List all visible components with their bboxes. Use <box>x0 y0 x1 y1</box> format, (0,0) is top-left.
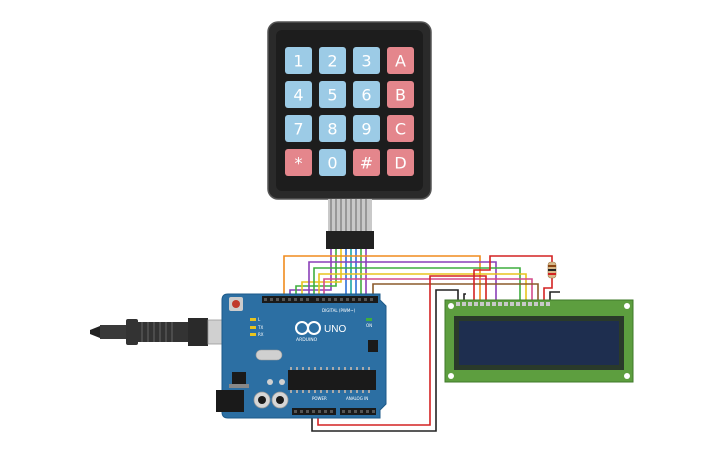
key-face <box>319 115 346 142</box>
key-face <box>285 115 312 142</box>
keypad-key-star: * <box>285 149 312 176</box>
key-label: 5 <box>327 86 337 105</box>
key-label: B <box>395 86 406 105</box>
key-face <box>387 81 414 108</box>
resistor <box>547 261 557 279</box>
key-face <box>319 47 346 74</box>
lcd-16x2 <box>444 299 634 383</box>
keypad-key-6: 6 <box>353 81 380 108</box>
key-face <box>353 149 380 176</box>
key-label: 0 <box>327 154 337 173</box>
key-label: 4 <box>293 86 303 105</box>
keypad-key-hash: # <box>353 149 380 176</box>
keypad-key-b: B <box>387 81 414 108</box>
key-label: * <box>295 154 303 173</box>
key-face <box>285 81 312 108</box>
wire-lcd-d5 <box>318 273 527 300</box>
key-face <box>387 115 414 142</box>
key-face <box>285 47 312 74</box>
analog-label: ANALOG IN <box>346 396 368 401</box>
wire-lcd-cathode <box>549 291 560 300</box>
key-label: 6 <box>361 86 371 105</box>
key-label: 1 <box>293 52 303 71</box>
atmega-chip <box>288 370 376 390</box>
key-face <box>319 81 346 108</box>
wire-keypad-row3 <box>301 249 342 297</box>
keypad-key-7: 7 <box>285 115 312 142</box>
wire-lcd-d7 <box>372 283 539 300</box>
wire-lcd-e <box>308 261 497 300</box>
keypad-4x4: 1 2 3 A 4 5 6 B 7 8 9 C * 0 # D <box>267 21 432 200</box>
on-label: ON <box>366 323 372 328</box>
key-label: # <box>360 154 373 173</box>
key-label: A <box>395 52 406 71</box>
key-label: 3 <box>361 52 371 71</box>
rx-label: RX <box>258 332 264 337</box>
digital-header <box>262 296 378 303</box>
keypad-key-5: 5 <box>319 81 346 108</box>
key-label: 2 <box>327 52 337 71</box>
wire-gnd <box>311 289 459 432</box>
key-label: 7 <box>293 120 303 139</box>
key-label: 9 <box>361 120 371 139</box>
l-label: L <box>258 317 261 322</box>
tx-label: TX <box>257 325 263 330</box>
key-face <box>387 47 414 74</box>
key-face <box>387 149 414 176</box>
key-label: C <box>395 120 406 139</box>
digital-label: DIGITAL (PWM~) <box>322 308 356 313</box>
key-face <box>353 47 380 74</box>
wire-lcd-rs <box>283 255 481 300</box>
key-label: 8 <box>327 120 337 139</box>
keypad-key-c: C <box>387 115 414 142</box>
keypad-key-0: 0 <box>319 149 346 176</box>
key-face <box>353 81 380 108</box>
key-face <box>319 149 346 176</box>
keypad-key-8: 8 <box>319 115 346 142</box>
arduino-uno-board: DIGITAL (PWM~) L TX RX ON UNO ARDUINO <box>216 293 387 419</box>
power-jack <box>216 390 244 412</box>
keypad-ribbon-cable <box>326 199 374 249</box>
keypad-key-2: 2 <box>319 47 346 74</box>
uno-text: UNO <box>324 324 346 335</box>
wire-5v <box>317 275 487 426</box>
key-label: D <box>394 154 406 173</box>
arduino-logo: UNO ARDUINO <box>295 321 346 343</box>
lcd-screen <box>459 321 619 365</box>
power-label: POWER <box>312 396 327 401</box>
analog-header <box>340 408 376 415</box>
keypad-key-3: 3 <box>353 47 380 74</box>
wire-lcd-d6 <box>323 278 533 300</box>
key-face <box>285 149 312 176</box>
wire-lcd-vss <box>463 293 466 300</box>
keypad-key-9: 9 <box>353 115 380 142</box>
keypad-key-1: 1 <box>285 47 312 74</box>
keypad-keys: 1 2 3 A 4 5 6 B 7 8 9 C * 0 # D <box>285 47 414 176</box>
keypad-key-a: A <box>387 47 414 74</box>
wire-lcd-vdd <box>473 255 553 300</box>
usb-cable <box>90 318 239 346</box>
arduino-brand-text: ARDUINO <box>296 337 318 343</box>
wires <box>283 249 560 432</box>
keypad-key-4: 4 <box>285 81 312 108</box>
key-face <box>353 115 380 142</box>
keypad-key-d: D <box>387 149 414 176</box>
